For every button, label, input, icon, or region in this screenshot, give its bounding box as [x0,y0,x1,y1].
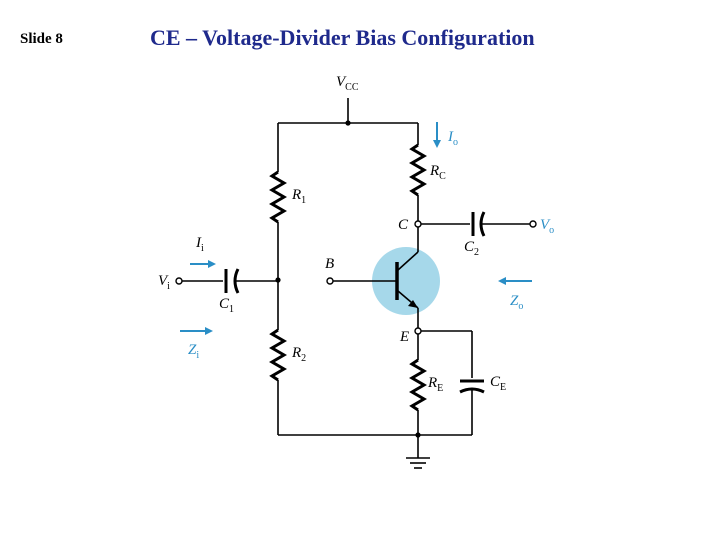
transistor-highlight [372,247,440,315]
zo-label: Zo [510,293,523,312]
emitter-arrow [408,300,418,308]
ii-label: Ii [195,235,204,254]
base-node-label: B [325,256,334,272]
capacitor-ce-plate2 [459,387,485,394]
input-terminal [175,277,183,285]
r2-label: R2 [291,345,306,364]
rc-label: RC [429,163,446,182]
vcc-node-dot [345,120,351,126]
re-label: RE [427,375,443,394]
slide-number: Slide 8 [20,31,63,47]
resistor-r1 [269,170,287,224]
resistor-rc [409,143,427,197]
ce-label: CE [490,374,506,393]
emitter-node-label: E [399,329,409,345]
output-terminal [529,220,537,228]
base-terminal [326,277,334,285]
emitter-terminal [414,327,422,335]
zi-label: Zi [188,342,199,361]
resistor-r2 [269,328,287,382]
vcc-label: VCC [336,74,359,93]
slide-title: CE – Voltage-Divider Bias Configuration [150,25,535,50]
collector-node-label: C [398,217,409,233]
collector-diagonal [397,251,419,271]
capacitor-c2-plate2 [479,211,486,237]
vi-label: Vi [158,273,170,292]
collector-terminal [414,220,422,228]
c1-label: C1 [219,296,234,315]
vo-label: Vo [540,217,554,236]
resistor-re [409,358,427,412]
io-label: Io [447,129,458,148]
r1-label: R1 [291,187,306,206]
c2-label: C2 [464,239,479,258]
